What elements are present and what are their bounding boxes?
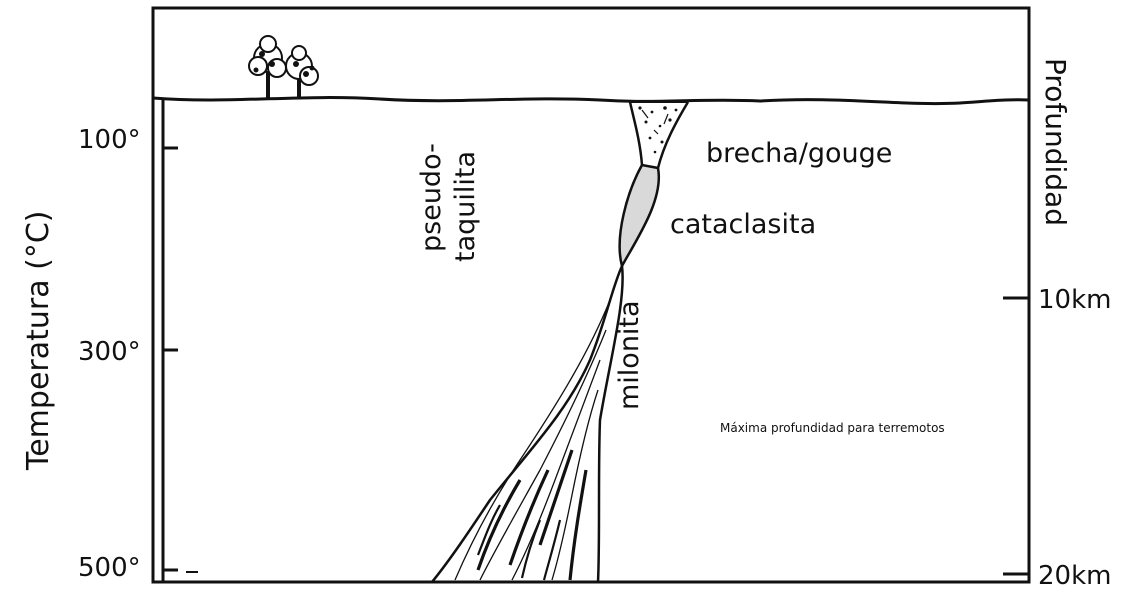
cataclasite-zone: [620, 165, 659, 266]
breccia-zone: [630, 102, 688, 168]
pseudotachylite-label-line1: pseudo-: [416, 143, 447, 252]
ground-surface-line: [153, 98, 1029, 104]
temperature-axis-title: Temperatura (°C): [21, 210, 56, 471]
breccia-label: brecha/gouge: [706, 138, 892, 169]
mylonite-label: milonita: [614, 300, 645, 410]
diagram-frame: [153, 8, 1029, 582]
mylonite-foliation: [455, 300, 610, 580]
temperature-tick-label: 100°: [78, 125, 141, 155]
temperature-tick-label: 300°: [78, 337, 141, 367]
mylonite-zone: [432, 266, 623, 582]
depth-axis-title: Profundidad: [1039, 58, 1072, 226]
depth-tick-label: 20km: [1038, 561, 1111, 589]
tree-icon: [286, 46, 318, 98]
temperature-tick-label: 500°: [78, 553, 141, 583]
max-earthquake-depth-note: Máxima profundidad para terremotos: [720, 421, 945, 435]
cataclasite-label: cataclasita: [670, 209, 816, 240]
pseudotachylite-label-line2: taquilita: [450, 151, 481, 262]
depth-tick-label: 10km: [1038, 285, 1111, 315]
tree-icon: [249, 36, 286, 98]
